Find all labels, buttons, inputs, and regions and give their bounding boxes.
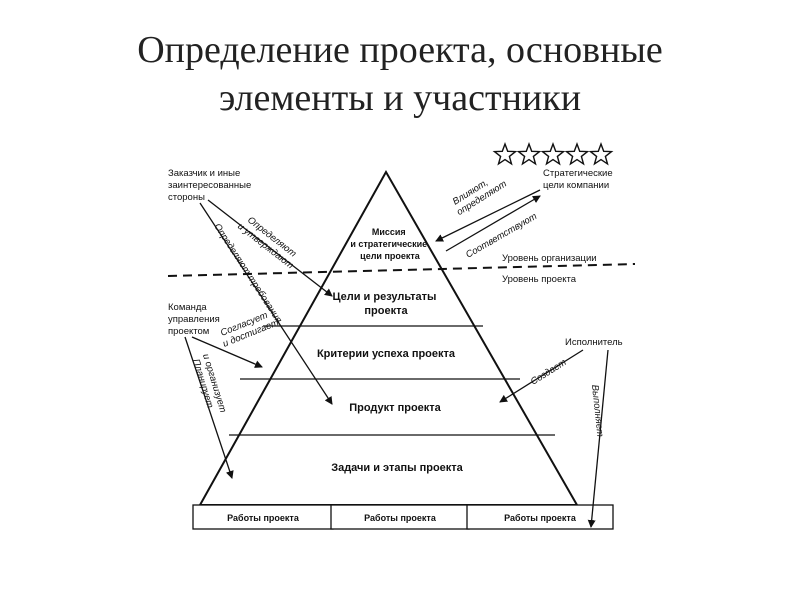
- title-line-1: Определение проекта, основные: [137, 29, 663, 71]
- works-box-1: [192, 504, 334, 530]
- arrow-team-works: [184, 336, 234, 479]
- customer-label: Заказчик и иные заинтересованные стороны: [168, 168, 254, 203]
- star-icon: [492, 141, 518, 166]
- team-label: Команда управления проектом: [168, 302, 222, 337]
- influence-define-label: Влияют, определяют: [451, 177, 509, 218]
- tasks-label: Задачи и этапы проекта: [331, 462, 463, 474]
- level-divider: [167, 263, 636, 277]
- star-icon: [564, 141, 590, 166]
- executor-label: Исполнитель: [565, 337, 623, 348]
- star-rating-icons: [492, 141, 614, 166]
- goals-label: Цели и результаты проекта: [332, 291, 439, 317]
- works-label-3: Работы проекта: [504, 513, 577, 523]
- strategic-goals-label: Стратегические цели компании: [543, 168, 615, 191]
- arrow-customer-goals: [207, 199, 333, 297]
- title-line-2: элементы и участники: [218, 77, 582, 119]
- criteria-label: Критерии успеха проекта: [317, 348, 456, 360]
- project-level-label: Уровень проекта: [502, 274, 577, 285]
- product-label: Продукт проекта: [349, 402, 441, 414]
- star-icon: [516, 141, 542, 166]
- star-icon: [540, 141, 566, 166]
- works-label-2: Работы проекта: [364, 513, 437, 523]
- plan-organize-label: Планирует и организует: [190, 353, 228, 414]
- arrow-mission-strategic: [445, 195, 541, 252]
- arrow-executor-product: [499, 349, 584, 403]
- star-icon: [588, 141, 614, 166]
- org-level-label: Уровень организации: [502, 253, 597, 264]
- arrow-strategic-mission: [435, 189, 541, 242]
- mission-label: Миссия и стратегические цели проекта: [350, 227, 429, 261]
- works-label-1: Работы проекта: [227, 513, 300, 523]
- arrow-executor-works: [587, 349, 609, 528]
- page-title: Определение проекта, основные элементы и…: [0, 26, 800, 122]
- performs-label: Выполняет: [589, 384, 605, 437]
- creates-label: Создает: [529, 357, 569, 388]
- arrow-customer-product: [199, 202, 333, 405]
- arrow-team-criteria: [191, 336, 263, 368]
